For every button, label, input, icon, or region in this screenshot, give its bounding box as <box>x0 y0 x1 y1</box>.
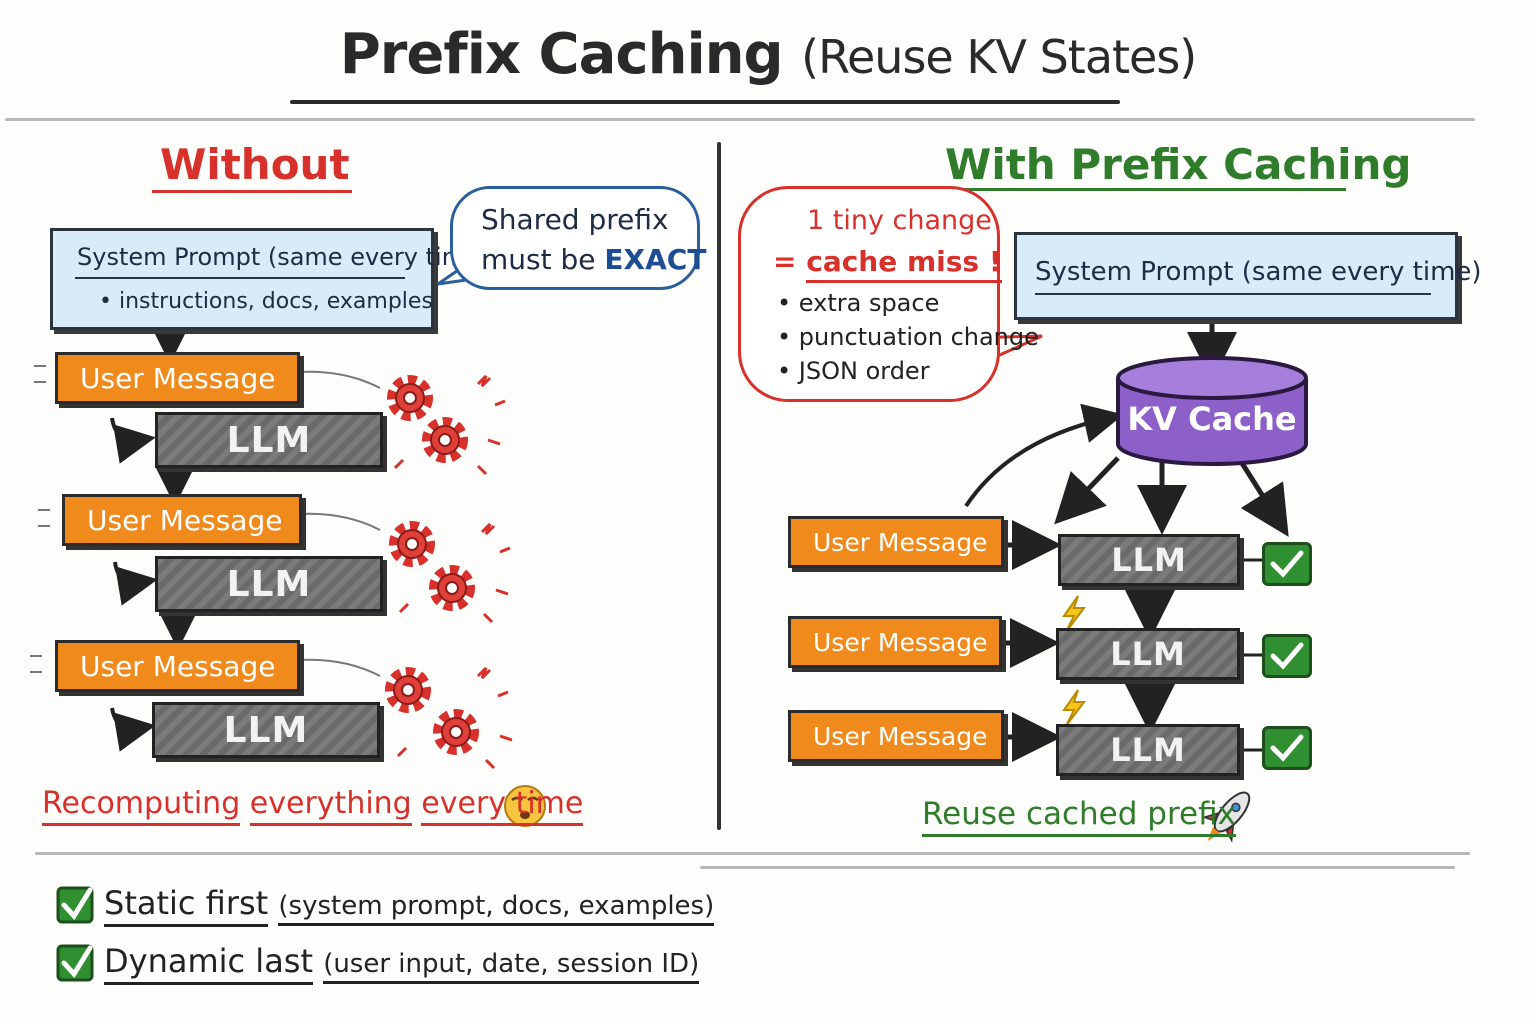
right-user-message-1: User Message <box>788 516 1004 568</box>
kv-cache-cylinder <box>1116 356 1308 466</box>
right-check-icon-3 <box>1262 726 1312 770</box>
spark-marks <box>393 374 513 770</box>
right-llm-3: LLM <box>1056 724 1240 776</box>
top-divider <box>5 118 1475 121</box>
tip-dynamic-last-detail: (user input, date, session ID) <box>323 949 700 984</box>
page-title: Prefix Caching (Reuse KV States) <box>339 22 1198 87</box>
cache-miss-warning-bubble: 1 tiny change = cache miss ! • extra spa… <box>738 186 1039 402</box>
right-system-prompt-box: System Prompt (same every time) <box>1014 232 1482 320</box>
tip-check-icon-1 <box>56 886 94 924</box>
left-llm-2: LLM <box>155 556 383 612</box>
without-heading-underline <box>152 190 352 193</box>
tip-dynamic-last-label: Dynamic last <box>104 942 314 985</box>
with-heading: With Prefix Caching <box>945 140 1412 189</box>
warning-bullet-1: • extra space <box>777 289 940 317</box>
left-system-prompt-bullet: • instructions, docs, examples <box>99 289 433 314</box>
gears-1 <box>393 381 462 457</box>
right-system-prompt-rule <box>1035 293 1431 295</box>
bottom-divider <box>35 852 1470 855</box>
right-llm-2: LLM <box>1056 628 1240 680</box>
exact-bubble-emphasis: EXACT <box>604 243 707 276</box>
right-system-prompt-title: System Prompt (same every time) <box>1035 257 1482 287</box>
warning-bullet-3: • JSON order <box>777 357 930 385</box>
with-heading-underline <box>946 188 1346 191</box>
check-glyph-1 <box>1270 550 1304 578</box>
motion-lines <box>30 365 381 677</box>
with-footer: Reuse cached prefix <box>922 796 1236 837</box>
right-arrows <box>1002 318 1289 762</box>
title-underline <box>290 100 1120 104</box>
check-glyph-2 <box>1270 642 1304 670</box>
left-user-message-3: User Message <box>55 640 300 692</box>
tip-static-first-label: Static first <box>104 884 269 927</box>
bottom-divider-2 <box>700 866 1455 869</box>
rocket-icon <box>1201 791 1251 843</box>
gears-2 <box>395 527 469 605</box>
tip-check-icon-2 <box>56 944 94 982</box>
left-system-prompt-rule <box>75 277 405 279</box>
right-user-message-2: User Message <box>788 616 1002 668</box>
right-user-message-3: User Message <box>788 710 1004 762</box>
without-footer-word2: everything <box>249 786 412 826</box>
left-llm-1: LLM <box>155 412 383 468</box>
check-connectors <box>1240 558 1262 752</box>
left-llm-3: LLM <box>152 702 380 758</box>
left-system-prompt-title: System Prompt (same every time) <box>77 243 490 271</box>
left-system-prompt-box: System Prompt (same every time) • instru… <box>50 228 489 330</box>
right-check-icon-2 <box>1262 634 1312 678</box>
feedback-arrow <box>964 403 1124 508</box>
without-heading: Without <box>160 140 350 189</box>
with-footer-text: Reuse cached prefix <box>922 796 1236 837</box>
exact-bubble-line2-prefix: must be <box>481 243 605 276</box>
right-check-icon-1 <box>1262 542 1312 586</box>
tip-static-first-detail: (system prompt, docs, examples) <box>278 891 715 926</box>
exact-bubble-line1: Shared prefix <box>481 203 669 236</box>
without-footer-word1: Recomputing <box>42 786 241 826</box>
warning-line1: 1 tiny change <box>807 205 992 236</box>
left-user-message-1: User Message <box>55 352 300 404</box>
warning-line2: = cache miss ! <box>773 245 1002 283</box>
center-divider <box>717 142 721 830</box>
tired-face-icon <box>504 785 546 827</box>
warning-bullet-2: • punctuation change <box>777 323 1039 351</box>
left-arrows <box>110 324 198 752</box>
warning-cache-miss: cache miss ! <box>806 245 1002 283</box>
kv-cache-label: KV Cache <box>1127 400 1297 438</box>
right-llm-1: LLM <box>1058 534 1240 586</box>
tip-static-first: Static first (system prompt, docs, examp… <box>104 884 715 927</box>
without-footer: Recomputing everything every time <box>42 786 584 826</box>
left-user-message-2: User Message <box>62 494 302 546</box>
gears-3 <box>391 673 473 749</box>
tip-dynamic-last: Dynamic last (user input, date, session … <box>104 942 700 985</box>
without-footer-word3: every time <box>421 786 584 826</box>
check-glyph-3 <box>1270 734 1304 762</box>
warning-line2-prefix: = <box>773 245 807 278</box>
exact-bubble: Shared prefix must be EXACT <box>450 186 706 290</box>
exact-bubble-line2: must be EXACT <box>481 243 706 276</box>
